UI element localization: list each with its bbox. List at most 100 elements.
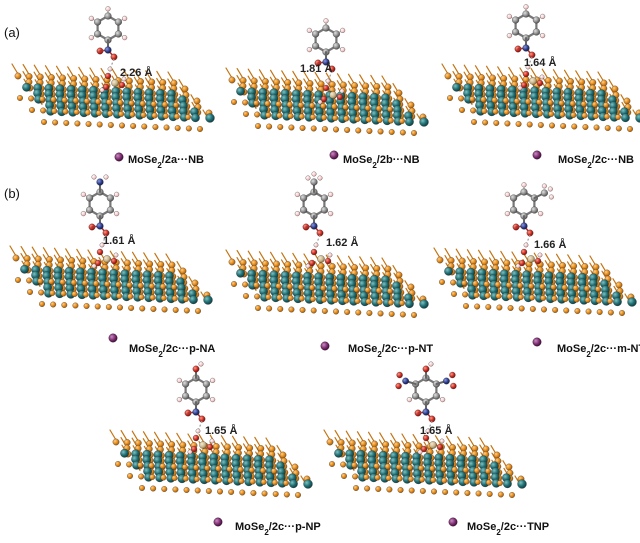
oxygen-atom bbox=[420, 445, 428, 453]
selenium-atom bbox=[485, 479, 492, 486]
selenium-atom bbox=[149, 294, 156, 301]
hydrogen-atom bbox=[121, 76, 127, 82]
bond bbox=[176, 432, 184, 445]
selenium-atom bbox=[194, 487, 201, 494]
bond bbox=[20, 245, 28, 258]
panel-caption: MoSe2/2c···NB bbox=[558, 154, 634, 170]
carbon-atom bbox=[300, 206, 308, 214]
selenium-atom bbox=[518, 305, 525, 312]
selenium-atom bbox=[253, 100, 260, 106]
selenium-atom bbox=[407, 464, 413, 471]
bond bbox=[292, 252, 300, 265]
selenium-atom bbox=[253, 282, 260, 288]
selenium-atom bbox=[353, 485, 359, 491]
bond bbox=[281, 252, 289, 264]
carbon-atom bbox=[312, 30, 320, 38]
hydrogen-atom bbox=[99, 87, 105, 93]
selenium-atom bbox=[582, 124, 589, 130]
hydrogen-atom bbox=[328, 211, 334, 217]
selenium-atom bbox=[595, 286, 601, 292]
hydrogen-atom bbox=[515, 263, 521, 269]
selenium-atom bbox=[152, 124, 159, 130]
hydrogen-atom bbox=[103, 174, 109, 180]
boron-site bbox=[305, 242, 333, 269]
selenium-atom bbox=[355, 127, 362, 134]
selenium-atom bbox=[585, 308, 592, 315]
bond bbox=[269, 251, 278, 263]
selenium-atom bbox=[397, 487, 404, 493]
selenium-atom bbox=[462, 467, 469, 473]
selenium-atom bbox=[163, 124, 170, 131]
selenium-atom bbox=[583, 285, 590, 292]
boron-site bbox=[417, 428, 445, 455]
selenium-atom bbox=[387, 106, 393, 112]
bond bbox=[131, 430, 139, 442]
selenium-atom bbox=[276, 294, 283, 301]
selenium-atom bbox=[173, 102, 179, 108]
hydrogen-atom bbox=[91, 174, 97, 180]
hydrogen-atom bbox=[523, 242, 529, 248]
carbon-atom bbox=[532, 16, 540, 24]
bond bbox=[281, 70, 289, 82]
selenium-atom bbox=[266, 123, 273, 130]
selenium-atom bbox=[375, 287, 382, 294]
selenium-atom bbox=[149, 474, 156, 480]
selenium-atom bbox=[385, 475, 392, 481]
selenium-atom bbox=[539, 283, 546, 290]
carbon-atom bbox=[520, 188, 528, 196]
bond bbox=[11, 63, 19, 75]
selenium-atom bbox=[611, 85, 619, 93]
selenium-atom bbox=[255, 123, 261, 129]
boron-atom bbox=[529, 77, 537, 85]
hydrogen-atom bbox=[210, 397, 216, 403]
selenium-atom bbox=[49, 290, 56, 296]
selenium-atom bbox=[354, 298, 361, 304]
bond bbox=[31, 246, 39, 258]
carbon-atom bbox=[320, 194, 328, 202]
selenium-atom bbox=[517, 294, 524, 300]
selenium-atom bbox=[362, 462, 369, 469]
hydrogen-atom bbox=[294, 211, 300, 217]
oxygen-atom bbox=[422, 434, 430, 442]
selenium-atom bbox=[172, 486, 179, 493]
selenium-atom bbox=[321, 308, 328, 314]
selenium-atom bbox=[104, 281, 111, 287]
selenium-atom bbox=[469, 96, 476, 102]
selenium-atom bbox=[243, 111, 249, 117]
selenium-atom bbox=[277, 306, 284, 312]
molybdenum-atom bbox=[236, 86, 245, 96]
selenium-atom bbox=[453, 489, 460, 496]
selenium-atom bbox=[419, 488, 426, 494]
molybdenum-atom bbox=[621, 113, 630, 123]
hydrogen-atom bbox=[340, 47, 346, 53]
boron-atom bbox=[329, 91, 337, 99]
selenium-atom bbox=[17, 95, 23, 101]
selenium-atom bbox=[595, 297, 602, 304]
selenium-atom bbox=[596, 309, 603, 315]
bond bbox=[323, 429, 331, 441]
selenium-atom bbox=[603, 102, 609, 108]
carbon-atom bbox=[104, 12, 112, 20]
selenium-atom bbox=[265, 112, 272, 118]
selenium-atom bbox=[529, 294, 535, 301]
oxygen-atom bbox=[310, 248, 318, 256]
bond bbox=[78, 66, 86, 79]
selenium-atom bbox=[355, 309, 362, 316]
selenium-atom bbox=[297, 284, 304, 290]
selenium-atom bbox=[321, 126, 328, 132]
hydrogen-atom bbox=[538, 211, 544, 217]
molybdenum-atom bbox=[444, 266, 453, 276]
hydrogen-atom bbox=[317, 175, 323, 181]
nitrogen-atom bbox=[520, 222, 528, 230]
selenium-atom bbox=[148, 462, 155, 469]
selenium-atom bbox=[181, 464, 188, 470]
selenium-atom bbox=[584, 297, 591, 303]
selenium-atom bbox=[279, 451, 287, 459]
mose2-slab bbox=[11, 63, 215, 132]
selenium-atom bbox=[430, 477, 437, 483]
selenium-atom bbox=[151, 112, 158, 119]
selenium-atom bbox=[529, 306, 536, 312]
carbon-atom bbox=[182, 380, 190, 388]
